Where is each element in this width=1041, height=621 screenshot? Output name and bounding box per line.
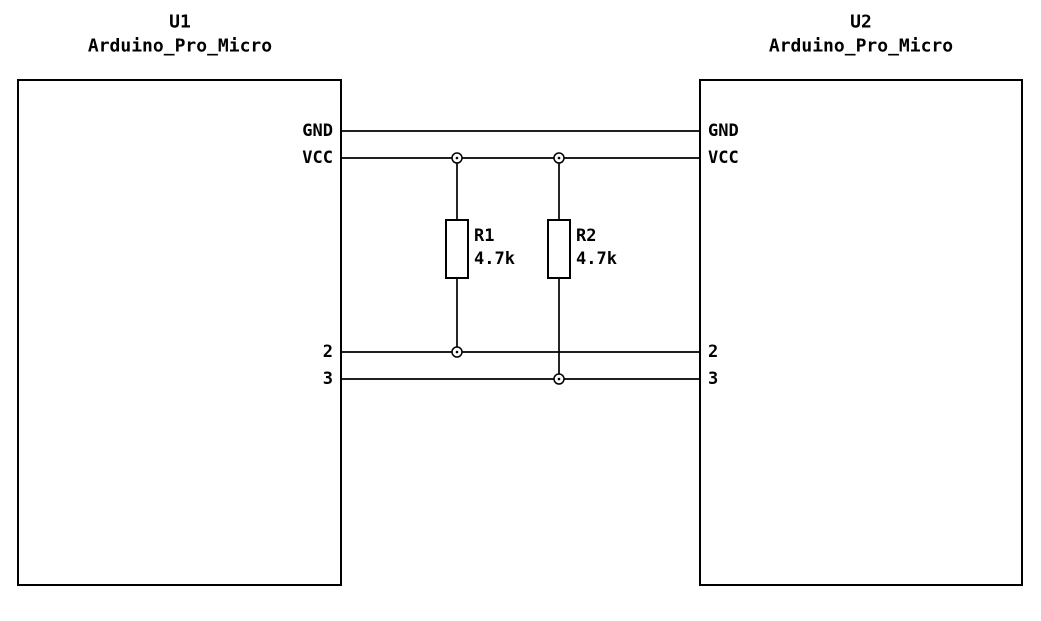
junction-r1-vcc xyxy=(451,152,463,164)
u2-pin-2-label: 2 xyxy=(708,342,718,362)
junction-r2-vcc xyxy=(553,152,565,164)
u2-pin-vcc-label: VCC xyxy=(708,148,739,168)
u1-pin-gnd-label: GND xyxy=(302,121,333,141)
junction-r1-pin2 xyxy=(451,346,463,358)
r1-body xyxy=(445,219,469,279)
u2-reference: U2 xyxy=(850,12,872,33)
junction-r2-pin3 xyxy=(553,373,565,385)
r1-reference: R1 xyxy=(474,226,494,246)
r2-body xyxy=(547,219,571,279)
u2-value: Arduino_Pro_Micro xyxy=(769,36,953,57)
u1-reference: U1 xyxy=(169,12,191,33)
u1-pin-3-label: 3 xyxy=(323,369,333,389)
u2-pin-3-label: 3 xyxy=(708,369,718,389)
u1-pin-2-label: 2 xyxy=(323,342,333,362)
r2-value: 4.7k xyxy=(576,249,617,269)
r1-value: 4.7k xyxy=(474,249,515,269)
u2-pin-gnd-label: GND xyxy=(708,121,739,141)
u1-value: Arduino_Pro_Micro xyxy=(88,36,272,57)
u1-pin-vcc-label: VCC xyxy=(302,148,333,168)
u2-body xyxy=(699,79,1023,586)
r2-reference: R2 xyxy=(576,226,596,246)
u1-body xyxy=(17,79,342,586)
